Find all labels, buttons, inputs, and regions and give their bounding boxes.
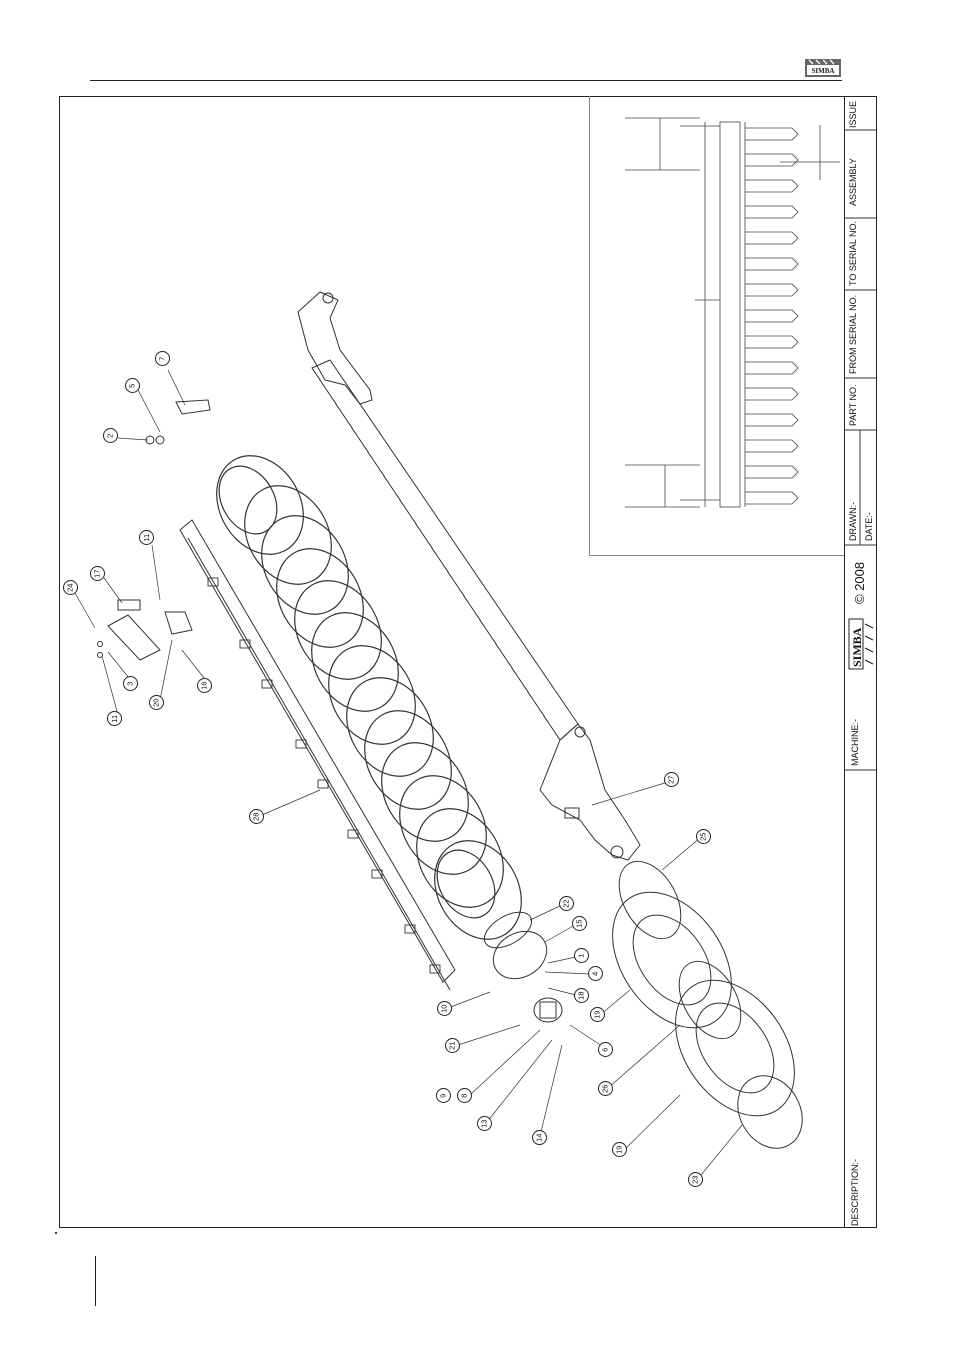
callout-balloon: 5 [125,378,140,393]
part-no-label: PART NO. [848,384,858,426]
corner-mark [55,1232,57,1234]
assembly-label: ASSEMBLY [848,158,858,206]
machine-label: MACHINE:- [850,719,860,766]
description-label: DESCRIPTION:- [850,1159,860,1226]
callout-balloon: 13 [477,1116,492,1131]
callout-balloon: 23 [688,1172,703,1187]
callout-balloon: 19 [612,1142,627,1157]
callout-balloon: 14 [532,1130,547,1145]
callout-balloon: 1 [574,948,589,963]
callout-balloon: 10 [437,1001,452,1016]
callout-balloon: 15 [572,916,587,931]
to-serial-label: TO SERIAL NO. [848,221,858,286]
callout-balloon: 8 [457,1088,472,1103]
callout-balloon: 28 [249,809,264,824]
footer-rule [95,1256,96,1306]
callout-balloon: 9 [436,1088,451,1103]
callout-balloon: 4 [588,966,603,981]
callout-balloon: 20 [149,695,164,710]
simba-logo: SIMBA [846,618,876,670]
callout-balloon: 2 [103,428,118,443]
callout-balloon: 19 [590,1007,605,1022]
callout-balloon: 11 [139,530,154,545]
callout-balloon: 22 [559,896,574,911]
callout-balloon: 25 [696,829,711,844]
date-label: DATE:- [864,512,874,541]
callout-balloon: 27 [664,772,679,787]
callout-balloon: 11 [107,711,122,726]
callout-balloon: 7 [155,351,170,366]
simba-logo-text: SIMBA [850,628,865,667]
drawn-label: DRAWN:- [848,502,858,541]
from-serial-label: FROM SERIAL NO. [848,295,858,374]
callout-balloon: 17 [90,566,105,581]
callout-balloon: 16 [197,678,212,693]
copyright-year: © 2008 [852,562,867,604]
callout-balloon: 24 [63,580,78,595]
callout-balloon: 18 [574,988,589,1003]
callout-balloon: 26 [598,1081,613,1096]
callout-balloon: 3 [123,676,138,691]
callout-balloon: 21 [445,1038,460,1053]
callout-balloon: 6 [598,1042,613,1057]
issue-label: ISSUE [848,101,858,128]
